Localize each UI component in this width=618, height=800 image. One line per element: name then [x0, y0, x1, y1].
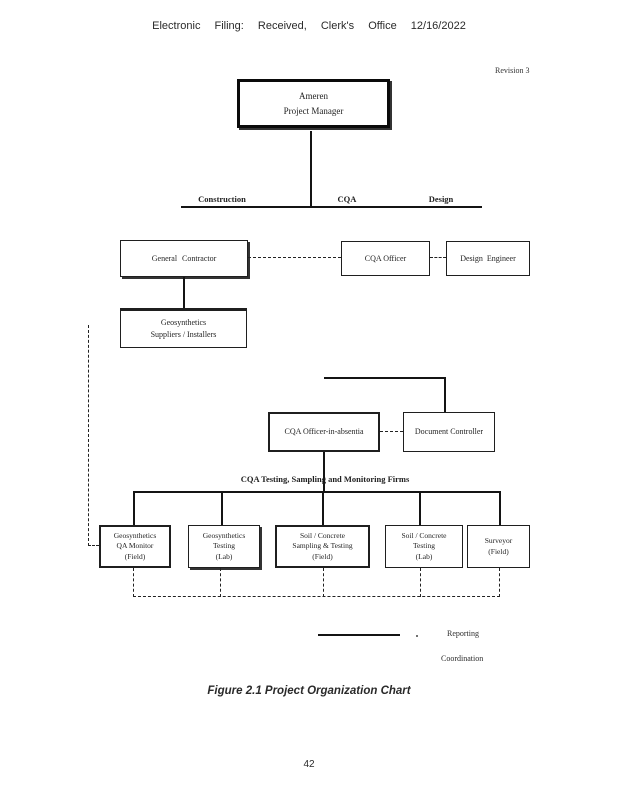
branch-label-design: Design [428, 194, 454, 204]
box-line: (Lab) [415, 551, 433, 561]
box-cqa-officer: CQA Officer [341, 241, 430, 276]
box-general-contractor: General Contractor [120, 240, 248, 277]
box-line: Project Manager [283, 105, 344, 116]
box-line: QA Monitor [116, 541, 154, 551]
connector-dc-horizontal [324, 377, 445, 379]
page-number: 42 [303, 759, 315, 770]
coordination-drop-2 [220, 568, 221, 597]
connector-drop-2 [221, 492, 223, 526]
box-line: CQA Officer [364, 253, 407, 263]
connector-branch-line [181, 206, 482, 208]
connector-drop-4 [419, 492, 421, 526]
revision-label: Revision 3 [495, 66, 530, 75]
figure-caption: Figure 2.1 Project Organization Chart [207, 685, 411, 697]
box-geosynthetics-suppliers: Geosynthetics Suppliers / Installers [120, 308, 247, 348]
box-cqa-officer-in-absentia: CQA Officer-in-absentia [268, 412, 380, 452]
box-line: (Field) [124, 551, 146, 561]
box-line: (Lab) [215, 551, 233, 561]
legend-dot [416, 635, 418, 637]
box-firm-geosynthetics-testing: Geosynthetics Testing (Lab) [188, 525, 260, 568]
box-firm-soil-concrete-testing: Soil / Concrete Testing (Lab) [385, 525, 463, 568]
box-line: Ameren [299, 91, 328, 102]
box-line: Suppliers / Installers [150, 330, 217, 339]
coordination-drop-1 [133, 568, 134, 597]
box-line: Document Controller [414, 427, 484, 437]
box-line: Surveyor [484, 536, 513, 545]
branch-label-construction: Construction [198, 194, 246, 204]
box-line: CQA Officer-in-absentia [284, 427, 364, 437]
box-line: Testing [213, 541, 235, 551]
box-line: Geosynthetics [160, 318, 207, 328]
box-line: Design Engineer [460, 253, 516, 263]
connector-drop-1 [133, 492, 135, 526]
filing-header: Electronic Filing: Received, Clerk's Off… [152, 20, 466, 32]
branch-label-cqa: CQA [337, 194, 357, 204]
coordination-bottom-line [133, 596, 500, 597]
connector-gc-geosynthetics [183, 277, 185, 308]
connector-firms-line [133, 491, 501, 493]
box-line: Testing [413, 541, 435, 551]
box-line: Soil / Concrete [300, 530, 345, 540]
box-firm-surveyor: Surveyor (Field) [467, 525, 530, 568]
coordination-link-cqa-design [430, 257, 446, 258]
firms-heading: CQA Testing, Sampling and Monitoring Fir… [240, 474, 410, 484]
box-line: Geosynthetics [202, 530, 246, 540]
box-firm-soil-concrete-sampling: Soil / Concrete Sampling & Testing (Fiel… [275, 525, 370, 568]
connector-drop-3 [322, 492, 324, 526]
coordination-link-left-vertical [88, 325, 89, 546]
coordination-drop-4 [420, 568, 421, 597]
box-firm-geosynthetics-qa-monitor: Geosynthetics QA Monitor (Field) [99, 525, 171, 568]
legend-coordination-label: Coordination [441, 654, 484, 663]
coordination-link-left-horizontal [88, 545, 99, 546]
legend-reporting-label: Reporting [447, 629, 479, 638]
coordination-drop-5 [499, 568, 500, 597]
box-ameren-project-manager: Ameren Project Manager [237, 79, 390, 128]
box-document-controller: Document Controller [403, 412, 495, 452]
box-design-engineer: Design Engineer [446, 241, 530, 276]
coordination-link-gc-cqa [248, 257, 341, 258]
connector-drop-5 [499, 492, 501, 526]
connector-trunk [310, 131, 312, 207]
coordination-link-ia-dc [380, 431, 403, 432]
box-line: (Field) [312, 551, 333, 561]
box-line: General Contractor [151, 253, 217, 263]
connector-ia-firms [323, 452, 325, 492]
box-line: Soil / Concrete [401, 530, 447, 540]
box-line: Sampling & Testing [292, 541, 353, 551]
box-line: Geosynthetics [113, 530, 157, 540]
coordination-drop-3 [323, 568, 324, 597]
box-line: (Field) [488, 546, 509, 556]
legend-reporting-line [318, 634, 400, 636]
connector-dc-vertical [444, 377, 446, 413]
